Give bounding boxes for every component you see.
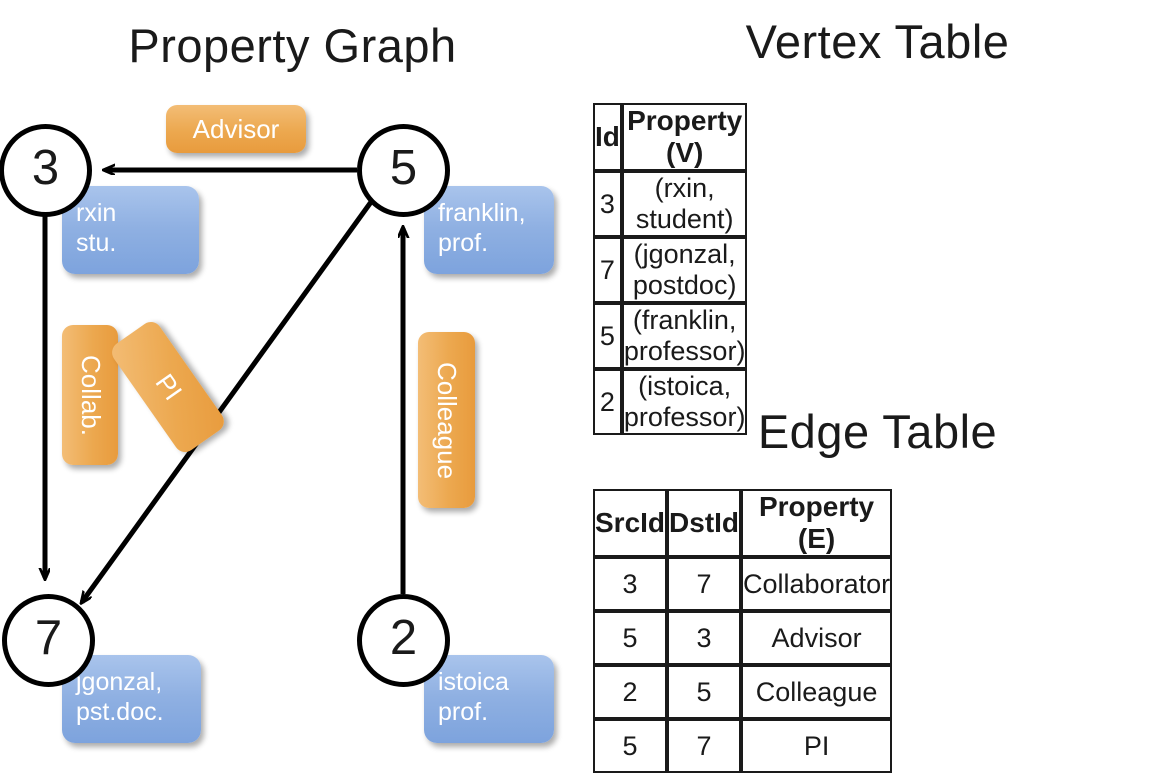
edge-cell-dstid: 3	[667, 611, 742, 665]
edge-cell-property: Colleague	[741, 665, 893, 719]
edge-header-property: Property (E)	[741, 489, 893, 557]
node-5-prop-line2: prof.	[438, 229, 489, 257]
edge-cell-dstid: 5	[667, 665, 742, 719]
edge-header-srcid: SrcId	[593, 489, 668, 557]
table-row: 5 7 PI	[593, 719, 893, 773]
edge-cell-srcid: 5	[593, 611, 668, 665]
edge-label-collab: Collab.	[62, 325, 118, 465]
node-property-box-2: istoica prof.	[424, 655, 554, 743]
edge-cell-srcid: 5	[593, 719, 668, 773]
table-row: 3 (rxin, student)	[593, 171, 748, 237]
node-7-prop-line2: pst.doc.	[76, 698, 164, 726]
graph-node-3-label: 3	[31, 141, 60, 195]
edge-header-dstid: DstId	[667, 489, 742, 557]
page-title-edge-table: Edge Table	[757, 405, 998, 458]
edge-cell-property: PI	[741, 719, 893, 773]
node-property-box-5: franklin, prof.	[424, 186, 554, 274]
edge-cell-property: Advisor	[741, 611, 893, 665]
edge-label-pi-text: PI	[149, 368, 188, 406]
graph-node-7-label: 7	[34, 611, 63, 665]
node-property-box-7: jgonzal, pst.doc.	[62, 655, 201, 743]
vertex-header-property: Property (V)	[621, 103, 748, 171]
page-title-property-graph: Property Graph	[128, 19, 457, 72]
graph-edges	[0, 0, 585, 760]
node-2-prop-line1: istoica	[438, 668, 509, 696]
edge-label-colleague: Colleague	[418, 332, 475, 508]
table-row: 5 (franklin, professor)	[593, 303, 748, 369]
node-3-prop-line1: rxin	[76, 199, 117, 227]
vertex-cell-id: 2	[593, 369, 622, 435]
graph-node-2-label: 2	[389, 611, 418, 665]
page-title-vertex-table: Vertex Table	[745, 15, 1010, 68]
table-row: 2 5 Colleague	[593, 665, 893, 719]
graph-node-7[interactable]: 7	[2, 594, 95, 687]
vertex-cell-id: 3	[593, 171, 622, 237]
edge-table: SrcId DstId Property (E) 3 7 Collaborato…	[593, 489, 893, 773]
edge-label-collab-text: Collab.	[75, 354, 106, 436]
vertex-table: Id Property (V) 3 (rxin, student) 7 (jgo…	[593, 103, 748, 435]
vertex-cell-property: (franklin, professor)	[621, 303, 748, 369]
edge-cell-srcid: 2	[593, 665, 668, 719]
graph-node-5-label: 5	[389, 141, 418, 195]
node-7-prop-line1: jgonzal,	[76, 668, 163, 696]
property-graph-panel: Property Graph Advisor Collab. PI Collea…	[0, 0, 585, 760]
vertex-cell-property: (istoica, professor)	[621, 369, 748, 435]
edge-cell-dstid: 7	[667, 557, 742, 611]
table-row: 5 3 Advisor	[593, 611, 893, 665]
node-3-prop-line2: stu.	[76, 229, 117, 257]
edge-label-advisor: Advisor	[166, 105, 306, 153]
vertex-cell-property: (rxin, student)	[621, 171, 748, 237]
node-5-prop-line1: franklin,	[438, 199, 526, 227]
node-property-box-3: rxin stu.	[62, 186, 199, 274]
edge-cell-srcid: 3	[593, 557, 668, 611]
vertex-cell-property: (jgonzal, postdoc)	[621, 237, 748, 303]
edge-label-advisor-text: Advisor	[192, 113, 280, 144]
node-2-prop-line2: prof.	[438, 698, 489, 726]
table-header-row: SrcId DstId Property (E)	[593, 489, 893, 557]
table-row: 2 (istoica, professor)	[593, 369, 748, 435]
edge-cell-dstid: 7	[667, 719, 742, 773]
edge-cell-property: Collaborator	[741, 557, 893, 611]
table-header-row: Id Property (V)	[593, 103, 748, 171]
vertex-cell-id: 5	[593, 303, 622, 369]
graph-node-2[interactable]: 2	[357, 594, 450, 687]
graph-node-3[interactable]: 3	[0, 124, 92, 217]
edge-label-colleague-text: Colleague	[432, 361, 462, 479]
table-row: 3 7 Collaborator	[593, 557, 893, 611]
graph-node-5[interactable]: 5	[357, 124, 450, 217]
vertex-cell-id: 7	[593, 237, 622, 303]
table-row: 7 (jgonzal, postdoc)	[593, 237, 748, 303]
edge-5-to-7	[82, 200, 374, 602]
vertex-header-id: Id	[593, 103, 622, 171]
